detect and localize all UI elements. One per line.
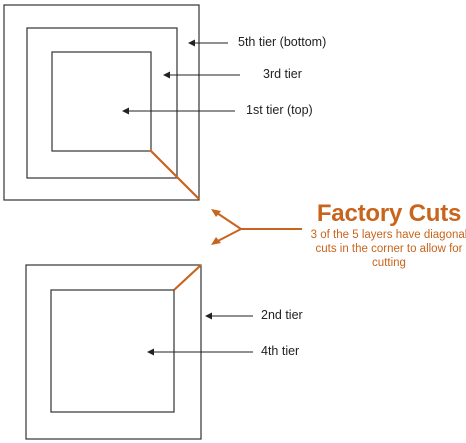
label-tier3: 3rd tier bbox=[263, 67, 302, 81]
callout-title: Factory Cuts bbox=[316, 200, 462, 227]
tier1-square bbox=[51, 51, 152, 152]
callout-arrowhead-top bbox=[211, 209, 221, 217]
callout-description: 3 of the 5 layers have diagonal cuts in … bbox=[310, 229, 466, 269]
label-tier1: 1st tier (top) bbox=[246, 103, 313, 117]
bottom-corner-cut bbox=[173, 264, 202, 291]
label-tier2: 2nd tier bbox=[261, 308, 303, 322]
callout-connector bbox=[213, 210, 302, 244]
top-corner-cut bbox=[149, 149, 200, 200]
label-tier5: 5th tier (bottom) bbox=[238, 35, 327, 49]
callout-arrowhead-bottom bbox=[211, 237, 221, 245]
tier5-square bbox=[3, 4, 200, 201]
tier3-square bbox=[26, 27, 178, 179]
label-tier4: 4th tier bbox=[261, 344, 300, 358]
tier4-square bbox=[50, 289, 175, 413]
